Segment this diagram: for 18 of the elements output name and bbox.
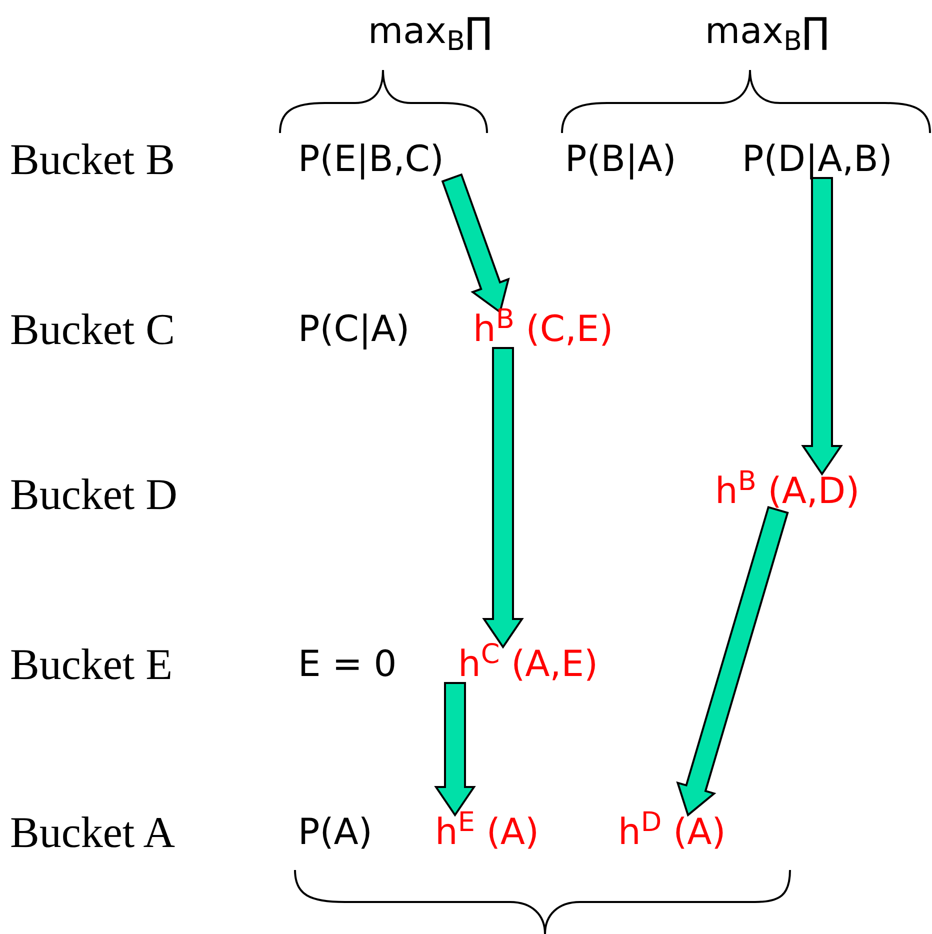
factor-term: P(A)	[298, 815, 372, 851]
block-arrow	[801, 177, 843, 476]
factor-term: P(B|A)	[565, 142, 676, 178]
block-arrow	[676, 506, 789, 817]
bucket-label: Bucket A	[10, 811, 175, 855]
block-arrow	[441, 173, 510, 314]
factor-term: P(E|B,C)	[298, 142, 444, 178]
block-arrow	[482, 347, 524, 649]
bucket-label: Bucket C	[10, 308, 175, 352]
operator-label: max$_{B}$∏	[705, 14, 830, 50]
bucket-label: Bucket E	[10, 643, 173, 687]
factor-term: P(C|A)	[298, 312, 410, 348]
bucket-label: Bucket B	[10, 138, 175, 182]
block-arrow	[434, 682, 476, 817]
factor-term: E = 0	[298, 647, 397, 683]
bucket-label: Bucket D	[10, 473, 178, 517]
factor-term: P(D|A,B)	[742, 142, 892, 178]
operator-label: max$_{B}$∏	[368, 14, 492, 50]
